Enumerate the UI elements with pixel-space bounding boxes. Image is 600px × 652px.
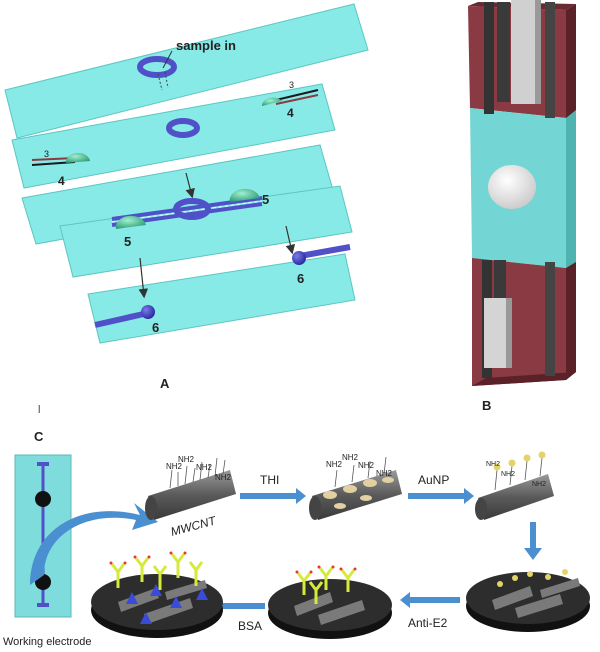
panel-a-label: A [160,376,170,391]
marker-5-right: 5 [262,192,269,207]
marker-3-top: 3 [289,80,294,90]
layer-1 [4,3,369,139]
panel-b: B [468,0,576,413]
central-chamber-ring [173,198,211,220]
marker-4-top: 4 [287,106,294,120]
zoom-arrow [30,503,158,585]
stray-mark: l [38,404,40,416]
svg-text:NH2: NH2 [358,461,375,470]
marker-6-left: 6 [152,320,159,335]
electrode-pad-icon [141,305,155,319]
svg-text:NH2: NH2 [326,460,343,469]
sample-inlet-ring [137,56,177,78]
svg-text:NH2: NH2 [501,471,515,478]
panel-a: sample in 3 4 3 4 5 5 6 [4,3,369,391]
step-label-anti-e2: Anti-E2 [408,616,448,630]
bsa-triangle-icon [150,584,162,596]
svg-text:NH2: NH2 [532,481,546,488]
electrode-pad-icon [292,251,306,265]
marker-6-right: 6 [297,271,304,286]
svg-text:NH2: NH2 [486,461,500,468]
svg-text:NH2: NH2 [166,462,183,471]
electrode-dome-icon [261,97,282,106]
working-electrode-label: Working electrode [3,636,91,648]
top-plate-slot [511,0,535,104]
bsa-triangle-icon [140,612,152,624]
svg-text:NH2: NH2 [178,455,195,464]
panel-c: l C Working electrode NH2 NH2 NH2 NH2 [3,404,590,648]
electrode-dome-icon [65,152,90,163]
marker-4-left: 4 [58,174,65,188]
electrode-dome-icon [115,215,146,229]
step-label-aunp: AuNP [418,473,449,487]
mwcnt-stage: NH2 NH2 NH2 NH2 [145,455,236,520]
sample-in-label: sample in [176,38,236,53]
step-arrow-aunp [408,488,474,504]
step-label-thi: THI [260,473,279,487]
mwcnt-label: MWCNT [169,513,219,539]
electrode-disk-antibody [268,565,392,639]
layer2-ring [166,118,200,138]
panel-b-label: B [482,398,491,413]
thi-tube-stage: NH2 NH2 NH2 NH2 [309,453,402,520]
marker-3-left: 3 [44,149,49,159]
step-arrow-thi [240,488,306,504]
down-arrow [285,225,296,255]
svg-text:NH2: NH2 [215,473,232,482]
svg-text:NH2: NH2 [376,469,393,478]
svg-text:NH2: NH2 [342,453,359,462]
panel-c-label: C [34,429,44,444]
down-arrow [185,172,195,199]
bsa-triangle-icon [170,596,182,608]
detection-dome-icon [488,165,536,209]
step-arrow-down [524,522,542,560]
electrode-disk-bsa [91,551,223,638]
sample-in-pointer [162,50,173,69]
down-arrow [138,257,149,299]
aunp-tube-stage: NH2 NH2 NH2 [475,451,554,520]
step-arrow-anti-e2 [400,592,460,608]
step-label-bsa: BSA [238,619,262,633]
bsa-triangle-icon [196,588,208,600]
reference-electrode-icon [35,491,51,507]
electrode-disk-aunp [466,569,590,632]
marker-5-left: 5 [124,234,131,249]
bsa-triangle-icon [126,592,138,604]
electrode-dome-icon [229,188,260,202]
bottom-plate-slot [484,298,506,368]
svg-text:NH2: NH2 [196,463,213,472]
step-arrow-bsa [208,598,265,614]
